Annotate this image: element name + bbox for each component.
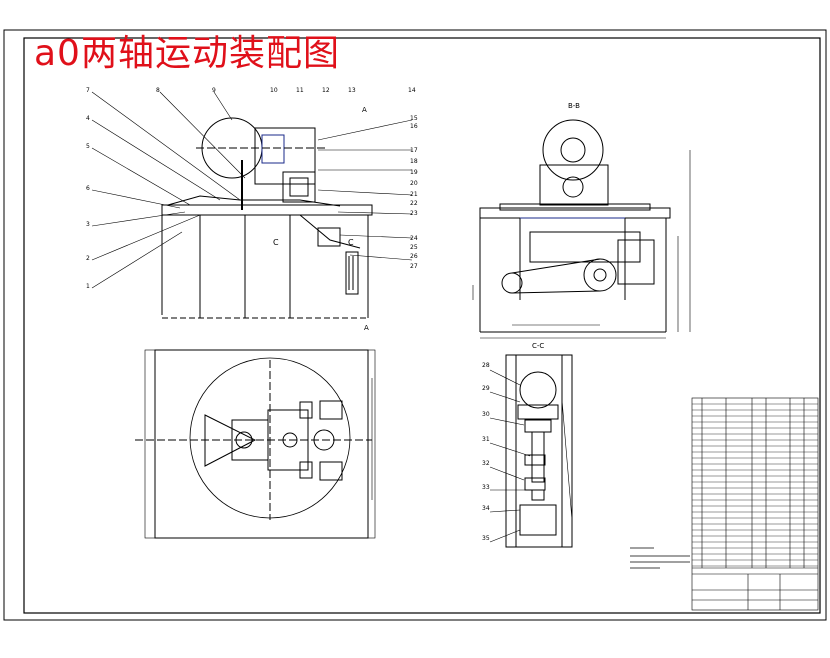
- balloon-33: 33: [482, 484, 490, 491]
- label-c-left: C: [273, 238, 279, 247]
- balloon-4: 4: [86, 115, 90, 122]
- balloon-35: 35: [482, 535, 490, 542]
- balloon-6: 6: [86, 185, 90, 192]
- balloon-7: 7: [86, 87, 90, 94]
- balloon-3: 3: [86, 221, 90, 228]
- section-balloons: 28 29 30 31 32 33 34 35: [482, 362, 490, 542]
- balloon-17: 17: [410, 147, 418, 154]
- balloon-9: 9: [212, 87, 216, 94]
- balloon-5: 5: [86, 143, 90, 150]
- balloon-20: 20: [410, 180, 418, 187]
- balloon-15: 15: [410, 115, 418, 122]
- label-a-bottom: A: [364, 324, 369, 332]
- balloon-11: 11: [296, 87, 304, 94]
- outer-border: [3, 29, 827, 621]
- balloon-2: 2: [86, 255, 90, 262]
- balloon-29: 29: [482, 385, 490, 392]
- side-view: B-B: [472, 102, 691, 339]
- balloon-34: 34: [482, 505, 490, 512]
- balloon-28: 28: [482, 362, 490, 369]
- balloon-22: 22: [410, 200, 418, 207]
- balloon-10: 10: [270, 87, 278, 94]
- parts-list: [691, 397, 819, 611]
- balloon-12: 12: [322, 87, 330, 94]
- inner-border: [23, 37, 821, 614]
- label-a-top: A: [362, 106, 367, 114]
- parts-list-rows: [692, 403, 818, 567]
- balloon-27: 27: [410, 263, 418, 270]
- label-c-right: C: [348, 238, 354, 247]
- balloon-32: 32: [482, 460, 490, 467]
- balloon-25: 25: [410, 244, 418, 251]
- technical-notes: [630, 547, 690, 569]
- balloon-13: 13: [348, 87, 356, 94]
- drawing-title: a0两轴运动装配图: [34, 33, 340, 74]
- front-balloons-left: 7 8 9 10 11 12 13 14 4 5 6 3 2 1: [86, 87, 416, 290]
- balloon-1: 1: [86, 283, 90, 290]
- section-view-label: C-C: [532, 342, 544, 350]
- front-balloons-right: 15 16 17 18 19 20 21 22 23 24 25 26 27: [410, 115, 418, 270]
- balloon-23: 23: [410, 210, 418, 217]
- front-view: C C A A: [91, 91, 413, 332]
- side-view-label: B-B: [568, 102, 580, 110]
- balloon-18: 18: [410, 158, 418, 165]
- balloon-16: 16: [410, 123, 418, 130]
- top-view: [135, 349, 376, 539]
- balloon-26: 26: [410, 253, 418, 260]
- balloon-24: 24: [410, 235, 418, 242]
- section-view: C-C: [489, 342, 573, 548]
- balloon-21: 21: [410, 191, 418, 198]
- balloon-8: 8: [156, 87, 160, 94]
- balloon-30: 30: [482, 411, 490, 418]
- balloon-19: 19: [410, 169, 418, 176]
- balloon-31: 31: [482, 436, 490, 443]
- balloon-14: 14: [408, 87, 416, 94]
